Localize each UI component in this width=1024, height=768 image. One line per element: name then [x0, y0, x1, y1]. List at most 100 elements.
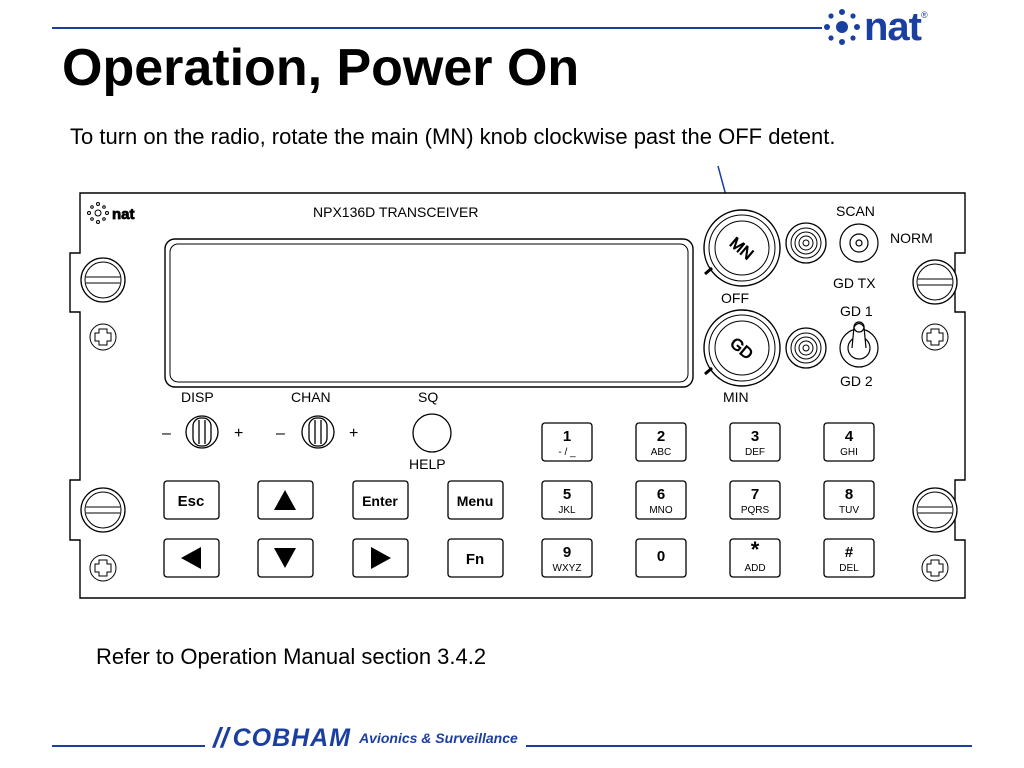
gd-select-toggle-switch[interactable]: [839, 321, 879, 368]
sq-label: SQ: [418, 389, 438, 405]
cobham-wordmark: COBHAM: [232, 723, 352, 752]
norm-label: NORM: [890, 230, 933, 246]
fn-key-label: Fn: [466, 551, 484, 568]
right-arrow-icon: [371, 547, 391, 569]
keypad-key-sub-label: GHI: [840, 447, 858, 458]
keypad-key-main-label: 1: [563, 428, 571, 445]
panel-nat-logo: nat: [87, 202, 135, 224]
keypad-key-main-label: 7: [751, 486, 759, 503]
down-arrow-key[interactable]: [257, 538, 314, 578]
down-arrow-icon: [274, 548, 296, 568]
esc-key[interactable]: Esc: [163, 480, 220, 520]
esc-key-label: Esc: [178, 493, 205, 510]
phillips-screw-right-bottom: [921, 554, 949, 582]
panel-brand: nat: [112, 206, 135, 223]
keypad-key-sub-label: TUV: [839, 505, 859, 516]
nat-star-icon: [824, 9, 860, 45]
top-rule: [52, 27, 822, 29]
display-screen: [164, 238, 694, 388]
chan-label: CHAN: [291, 389, 331, 405]
keypad-key-sub-label: - / _: [558, 447, 576, 458]
keypad-key-main-label: 8: [845, 486, 853, 503]
keypad-key-sub-label: PQRS: [741, 505, 770, 516]
keypad-key-frame: [635, 538, 687, 578]
scan-label: SCAN: [836, 203, 875, 219]
mount-screw-left-top: [80, 257, 126, 303]
enter-key[interactable]: Enter: [352, 480, 409, 520]
mount-screw-right-top: [912, 259, 958, 305]
cobham-slashes: //: [213, 722, 229, 753]
chan-rocker-knob[interactable]: [301, 415, 335, 449]
keypad-key-frame: [541, 538, 593, 578]
keypad-key-hash[interactable]: # DEL: [823, 538, 875, 578]
keypad-key-frame: [729, 538, 781, 578]
logo-wordmark: nat: [864, 5, 922, 49]
mount-screw-left-bottom: [80, 487, 126, 533]
registered-mark: ®: [921, 10, 928, 20]
mn-main-knob[interactable]: MN: [703, 209, 781, 287]
off-label: OFF: [721, 290, 749, 306]
disp-rocker-knob[interactable]: [185, 415, 219, 449]
reference-text: Refer to Operation Manual section 3.4.2: [96, 644, 487, 669]
keypad-key-sub-label: WXYZ: [553, 563, 582, 574]
left-arrow-key[interactable]: [163, 538, 220, 578]
page-title: Operation, Power On: [62, 39, 580, 97]
left-arrow-icon: [181, 547, 201, 569]
keypad-key-0[interactable]: 0: [635, 538, 687, 578]
keypad-key-frame: [729, 480, 781, 520]
fn-key[interactable]: Fn: [447, 538, 504, 578]
keypad-key-sub-label: ABC: [651, 447, 672, 458]
keypad-key-sub-label: ADD: [744, 563, 765, 574]
cobham-footer-logo: // COBHAM Avionics & Surveillance: [205, 724, 526, 752]
menu-key-label: Menu: [457, 493, 494, 509]
right-arrow-key[interactable]: [352, 538, 409, 578]
keypad-key-frame: [823, 480, 875, 520]
keypad-key-frame: [823, 422, 875, 462]
nat-logo: nat ®: [822, 6, 928, 48]
keypad-key-sub-label: DEL: [839, 563, 859, 574]
min-label: MIN: [723, 389, 749, 405]
keypad-key-frame: [635, 422, 687, 462]
phillips-screw-left-bottom: [89, 554, 117, 582]
gd-knob[interactable]: GD: [703, 309, 781, 387]
menu-key[interactable]: Menu: [447, 480, 504, 520]
scan-norm-toggle-switch[interactable]: [839, 223, 879, 263]
phillips-screw-left-top: [89, 323, 117, 351]
keypad-key-frame: [823, 538, 875, 578]
keypad-key-1[interactable]: 1 - / _: [541, 422, 593, 462]
keypad-key-main-label: 2: [657, 428, 665, 445]
keypad-key-main-label: 4: [845, 428, 854, 445]
keypad-key-sub-label: MNO: [649, 505, 673, 516]
gd-tx-label: GD TX: [833, 275, 876, 291]
chan-minus: –: [276, 425, 285, 442]
keypad-key-frame: [729, 422, 781, 462]
keypad-key-main-label: 6: [657, 486, 665, 503]
phillips-screw-right-top: [921, 323, 949, 351]
instruction-text: To turn on the radio, rotate the main (M…: [70, 124, 836, 149]
up-arrow-key[interactable]: [257, 480, 314, 520]
chan-plus: +: [349, 425, 358, 442]
sq-help-button[interactable]: [412, 413, 452, 453]
panel-model: NPX136D TRANSCEIVER: [313, 204, 478, 220]
mount-screw-right-bottom: [912, 487, 958, 533]
keypad-key-star[interactable]: *ADD: [729, 537, 781, 578]
gd-volume-knob[interactable]: [785, 327, 827, 369]
gd1-label: GD 1: [840, 303, 873, 319]
mn-volume-knob[interactable]: [785, 222, 827, 264]
help-label: HELP: [409, 456, 446, 472]
keypad-key-frame: [541, 480, 593, 520]
keypad-key-sub-label: JKL: [558, 505, 576, 516]
disp-label: DISP: [181, 389, 214, 405]
enter-key-label: Enter: [362, 493, 398, 509]
keypad-key-frame: [541, 422, 593, 462]
keypad-key-main-label: #: [845, 544, 854, 561]
